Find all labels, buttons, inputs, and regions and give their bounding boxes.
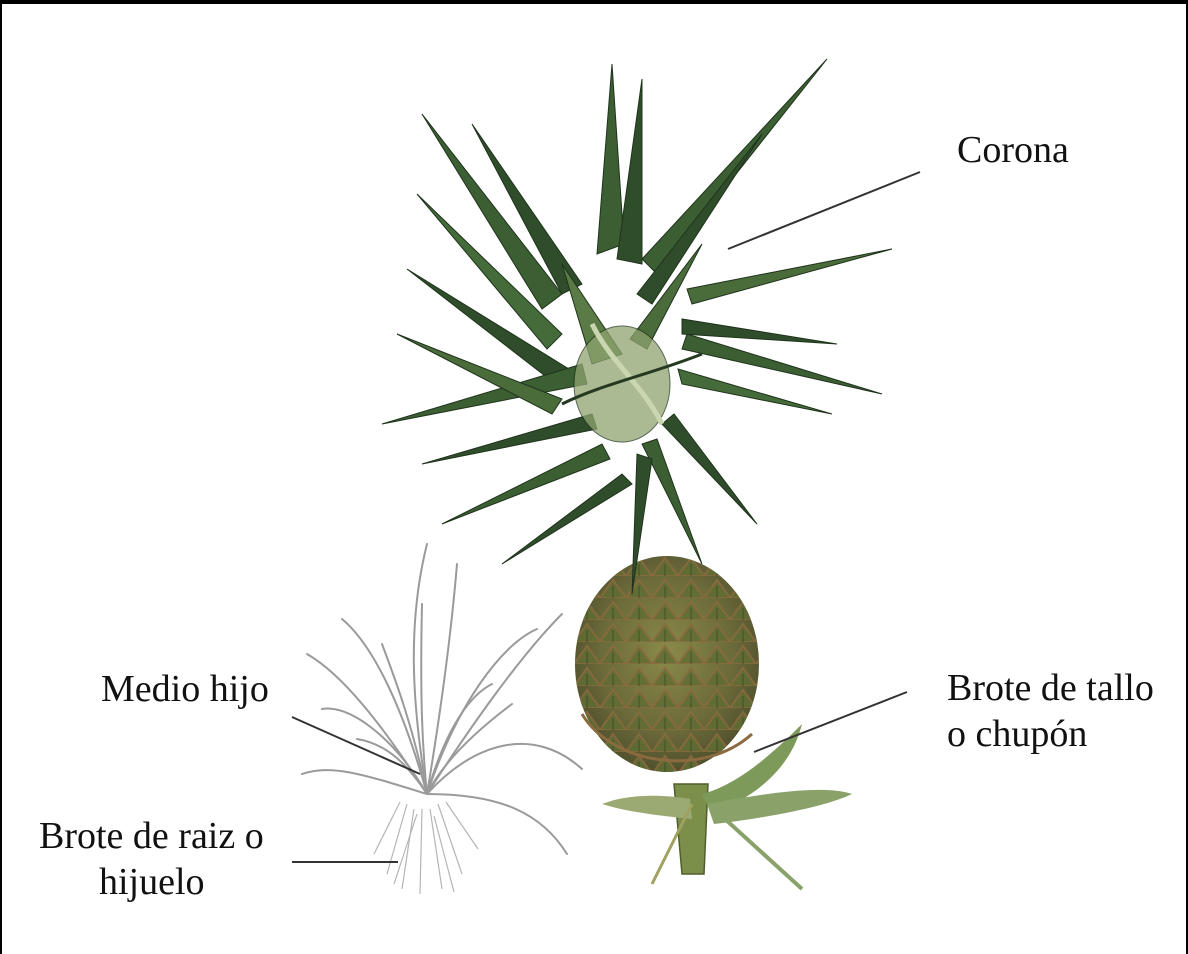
leader-line-medio-hijo [292, 717, 420, 774]
leader-lines [292, 172, 920, 862]
sketch-roots [374, 802, 478, 894]
label-brote-de-raiz-line1: Brote de raiz o [39, 814, 264, 858]
label-brote-de-raiz-line2: hijuelo [99, 860, 205, 904]
label-corona: Corona [957, 128, 1069, 172]
pineapple-fruit [575, 556, 759, 772]
pineapple-crown [382, 59, 892, 594]
label-brote-de-tallo-line1: Brote de tallo [947, 666, 1154, 710]
label-medio-hijo: Medio hijo [101, 667, 269, 711]
leader-line-brote-tallo [754, 692, 907, 752]
sketch-side-plant [302, 544, 582, 854]
leader-line-corona [728, 172, 920, 249]
label-brote-de-tallo-line2: o chupón [947, 712, 1087, 756]
